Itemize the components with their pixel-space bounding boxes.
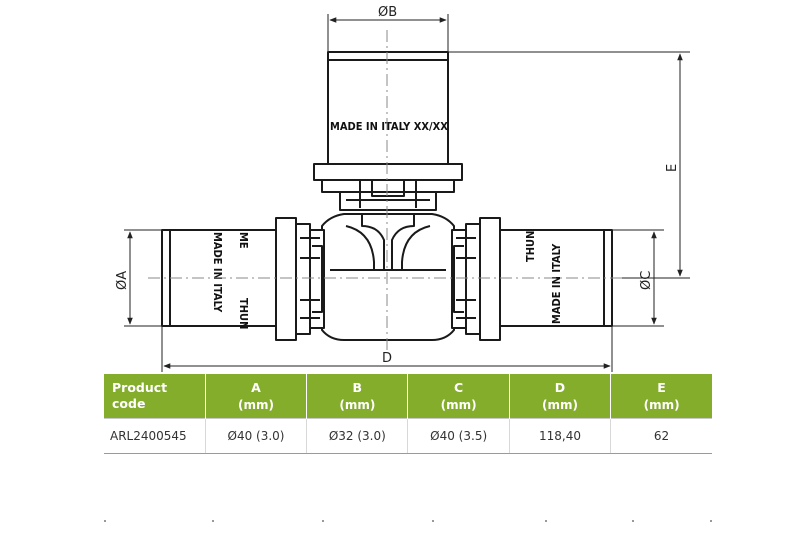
header-product-code: Product code — [104, 374, 206, 419]
cell-product-code: ARL2400545 — [104, 418, 206, 454]
dimension-label-c: ØC — [639, 271, 654, 290]
dimensions-table: Product code A(mm) B(mm) C(mm) D(mm) E(m… — [104, 374, 712, 454]
marking-made-in-italy-left: MADE IN ITALY — [211, 232, 224, 313]
marking-brand-left-2: THUN — [237, 298, 250, 329]
cell-e: 62 — [610, 418, 712, 454]
cell-b: Ø32 (3.0) — [306, 418, 409, 454]
marking-made-in-italy-right: MADE IN ITALY — [550, 243, 563, 324]
dimension-label-d: D — [382, 351, 392, 366]
marking-brand-left: ME — [237, 232, 250, 249]
tee-fitting-technical-drawing: MADE IN ITALY XX/XX MADE IN ITALY ME THU… — [115, 5, 690, 372]
cell-c: Ø40 (3.5) — [407, 418, 510, 454]
table-header-row: Product code A(mm) B(mm) C(mm) D(mm) E(m… — [104, 374, 712, 419]
dimension-label-a: ØA — [115, 271, 130, 290]
dimension-label-b: ØB — [378, 5, 397, 20]
cell-a: Ø40 (3.0) — [205, 418, 308, 454]
header-a: A(mm) — [205, 374, 308, 419]
tee-body — [321, 213, 455, 341]
dimension-label-e: E — [665, 164, 680, 172]
cell-d: 118,40 — [509, 418, 612, 454]
marking-made-in-italy-top: MADE IN ITALY XX/XX — [330, 120, 448, 133]
header-b: B(mm) — [306, 374, 409, 419]
marking-brand-right: THUN — [524, 231, 537, 262]
top-pipe — [327, 51, 449, 165]
header-d: D(mm) — [509, 374, 612, 419]
table-row: ARL2400545 Ø40 (3.0) Ø32 (3.0) Ø40 (3.5)… — [104, 418, 712, 454]
header-e: E(mm) — [610, 374, 712, 419]
header-c: C(mm) — [407, 374, 510, 419]
